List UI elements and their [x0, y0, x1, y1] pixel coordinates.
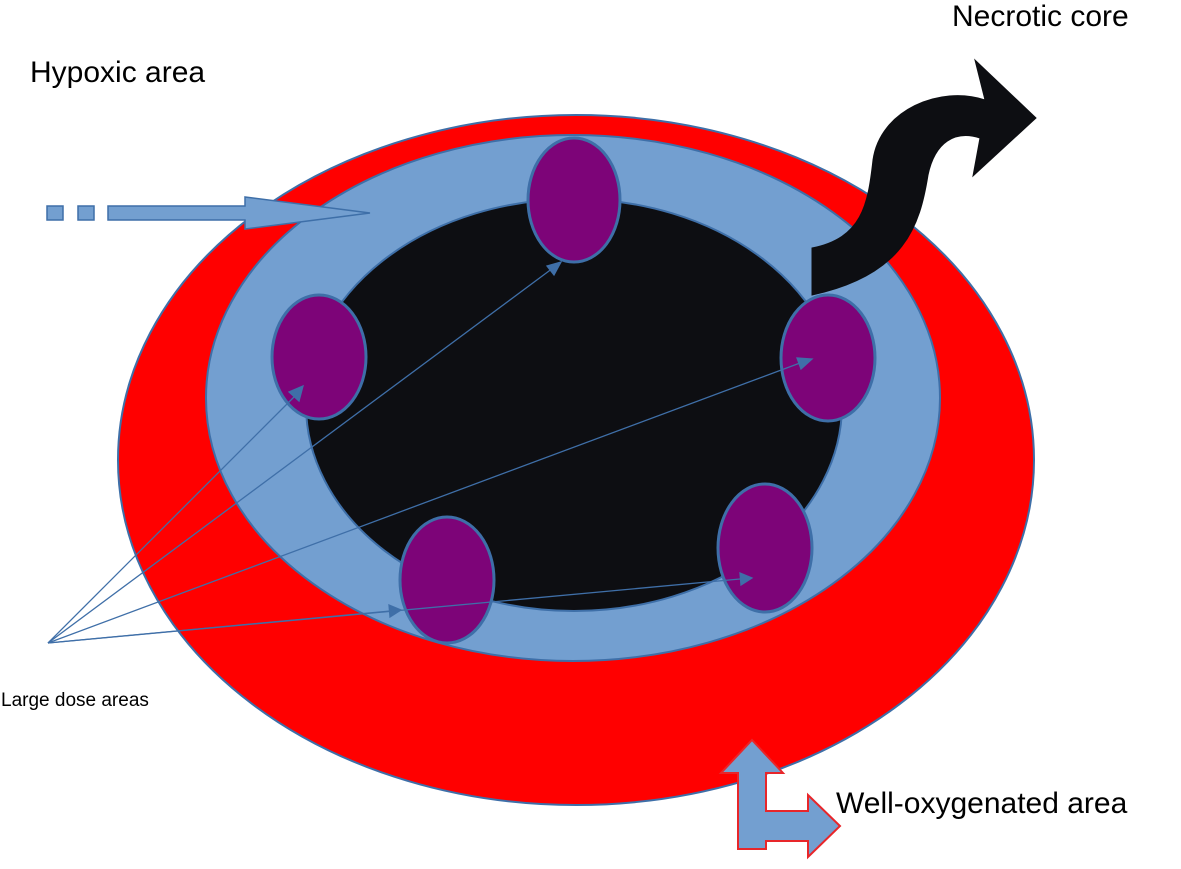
pointer-line — [47, 578, 741, 644]
pointer-arrowhead — [545, 260, 563, 277]
hypoxic-arrow-shaft — [107, 196, 371, 230]
pointer-arrowhead — [739, 571, 754, 587]
pointer-line — [47, 362, 801, 644]
hypoxic-arrow — [46, 196, 371, 230]
large-dose-spot — [398, 515, 496, 645]
large-dose-spot — [270, 293, 368, 421]
pointer-arrowhead — [287, 384, 304, 403]
large-dose-areas-label: Large dose areas — [1, 690, 149, 711]
necrotic-core-curved-arrow — [811, 58, 1037, 296]
large-dose-spot — [779, 293, 877, 423]
pointer-line — [47, 267, 554, 644]
hypoxic-arrow-dash — [77, 205, 95, 221]
large-dose-spot — [526, 136, 622, 264]
large-dose-pointers — [47, 260, 814, 644]
well-oxygenated-arrow — [718, 738, 842, 860]
necrotic-core-label: Necrotic core — [952, 0, 1129, 33]
hypoxic-arrow-dash — [46, 205, 64, 221]
hypoxic-area-label: Hypoxic area — [30, 56, 205, 89]
pointer-line — [47, 392, 299, 644]
large-dose-spot — [716, 482, 814, 614]
well-oxygenated-area-label: Well-oxygenated area — [836, 787, 1128, 820]
pointer-arrowhead — [796, 357, 814, 371]
